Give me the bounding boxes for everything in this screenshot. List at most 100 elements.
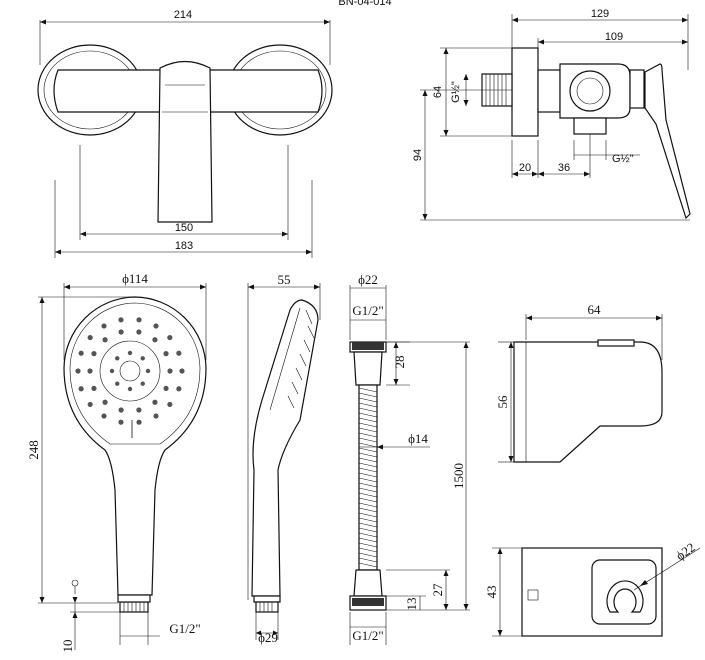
hose-coil-line <box>358 502 378 508</box>
nozzle-hole <box>87 368 93 374</box>
hose-coil-line <box>358 387 378 393</box>
nozzle-hole <box>136 329 142 335</box>
nozzle-hole <box>78 386 84 392</box>
bracket-front-view: 43 ϕ22 <box>484 539 701 637</box>
hose-coil-line <box>358 397 378 403</box>
hose-coil-line <box>358 537 378 543</box>
side-thread-top-label: G½" <box>450 81 462 103</box>
nozzle-hole <box>118 419 124 425</box>
nozzle-hole <box>153 323 159 329</box>
hose-coil-line <box>358 487 378 493</box>
side-thread-bottom-label: G½" <box>612 153 634 165</box>
shower-length-label: 248 <box>26 440 41 460</box>
hose-coil-line <box>358 417 378 423</box>
mixer-outer-label: 183 <box>175 240 193 252</box>
nozzle-hole <box>101 323 107 329</box>
hand-shower-side-view: 55 ϕ29 <box>247 272 321 645</box>
hose-coil-line <box>358 532 378 538</box>
hose-coil-line <box>358 402 378 408</box>
nozzle-hole <box>118 407 124 413</box>
nozzle-hole <box>78 350 84 356</box>
bracket-ring-label: ϕ22 <box>673 539 698 563</box>
mixer-width-label: 214 <box>174 9 192 21</box>
nozzle-hole <box>176 386 182 392</box>
nozzle-hole <box>163 385 169 391</box>
drawing-title: BN-04-014 <box>338 0 391 8</box>
hose-cone-label: 27 <box>430 583 445 597</box>
nozzle-hole <box>153 413 159 419</box>
nozzle-hole <box>102 337 108 343</box>
hose-cone-nut-label: 13 <box>404 598 419 611</box>
bracket-height2-label: 43 <box>484 586 499 599</box>
hose-coil-line <box>358 482 378 488</box>
nozzle-hole <box>167 401 173 408</box>
hose-coil-line <box>358 497 378 503</box>
side-spacing-label: 36 <box>558 162 570 174</box>
hose-nut-height-label: 28 <box>392 356 407 369</box>
nozzle-hole <box>115 356 120 361</box>
side-overall-label: 129 <box>591 8 609 20</box>
hose-coil-line <box>358 452 378 458</box>
side-inlet-span-label: 64 <box>432 86 444 98</box>
nozzle-hole <box>145 368 151 374</box>
nozzle-hole <box>101 413 107 419</box>
shower-diameter-label: ϕ114 <box>122 271 148 286</box>
hand-shower-front-view: ϕ114 248 10 G1/2" <box>26 271 207 653</box>
nozzle-hole <box>140 356 145 361</box>
nozzle-hole <box>109 368 115 374</box>
hose-coil-line <box>358 442 378 448</box>
hose-thread-bottom-label: G1/2" <box>352 628 383 643</box>
mixer-inner-label: 150 <box>175 222 193 234</box>
mixer-side-view: 129 109 94 64 <box>412 8 691 221</box>
side-height-label: 94 <box>412 149 424 161</box>
hose-coil-line <box>358 522 378 528</box>
hose-coil-line <box>358 547 378 553</box>
hose-length-label: 1500 <box>451 463 466 489</box>
hose-coil-line <box>358 432 378 438</box>
hose-coil-line <box>358 447 378 453</box>
hose-coil-line <box>358 562 378 568</box>
nozzle-hole <box>167 368 173 374</box>
hose-coil-line <box>358 557 378 563</box>
hose-coil-line <box>358 427 378 433</box>
hose-coil-line <box>358 477 378 483</box>
nozzle-hole <box>118 329 124 335</box>
nozzle-hole <box>163 351 169 357</box>
nozzle-hole <box>136 317 142 323</box>
hose-coil-line <box>358 492 378 498</box>
shower-stub-label: 10 <box>60 640 75 653</box>
nozzle-hole <box>176 350 182 356</box>
nozzle-hole <box>136 419 142 425</box>
nozzle-hole <box>127 350 133 356</box>
bracket-width-label: 64 <box>588 302 602 317</box>
nozzle-hole <box>152 399 158 405</box>
nozzle-hole <box>118 317 124 323</box>
nozzle-pattern <box>75 317 185 425</box>
hose-coil-line <box>358 437 378 443</box>
hose-coil-line <box>358 392 378 398</box>
hose-coil-line <box>358 472 378 478</box>
hose-coil-line <box>358 527 378 533</box>
hose-coil <box>358 387 378 568</box>
hose-coil-line <box>358 467 378 473</box>
nozzle-hole <box>136 407 142 413</box>
nozzle-hole <box>91 351 97 357</box>
hose-diameter-label: ϕ14 <box>408 431 428 446</box>
hose-nut-label: ϕ22 <box>358 272 378 287</box>
hose-coil-line <box>358 542 378 548</box>
hose-coil-line <box>358 412 378 418</box>
shower-base-label: ϕ29 <box>258 630 278 645</box>
hose-view: ϕ22 G1/2" 28 ϕ14 1500 <box>349 272 470 645</box>
nozzle-hole <box>91 385 97 391</box>
hose-coil-line <box>358 462 378 468</box>
hose-coil-line <box>358 457 378 463</box>
side-body-label: 109 <box>605 31 623 43</box>
nozzle-hole <box>75 368 81 374</box>
hose-coil-line <box>358 517 378 523</box>
nozzle-hole <box>127 386 133 392</box>
nozzle-hole <box>140 381 145 386</box>
nozzle-hole <box>102 399 108 405</box>
hose-coil-line <box>358 407 378 413</box>
hose-coil-line <box>358 507 378 513</box>
